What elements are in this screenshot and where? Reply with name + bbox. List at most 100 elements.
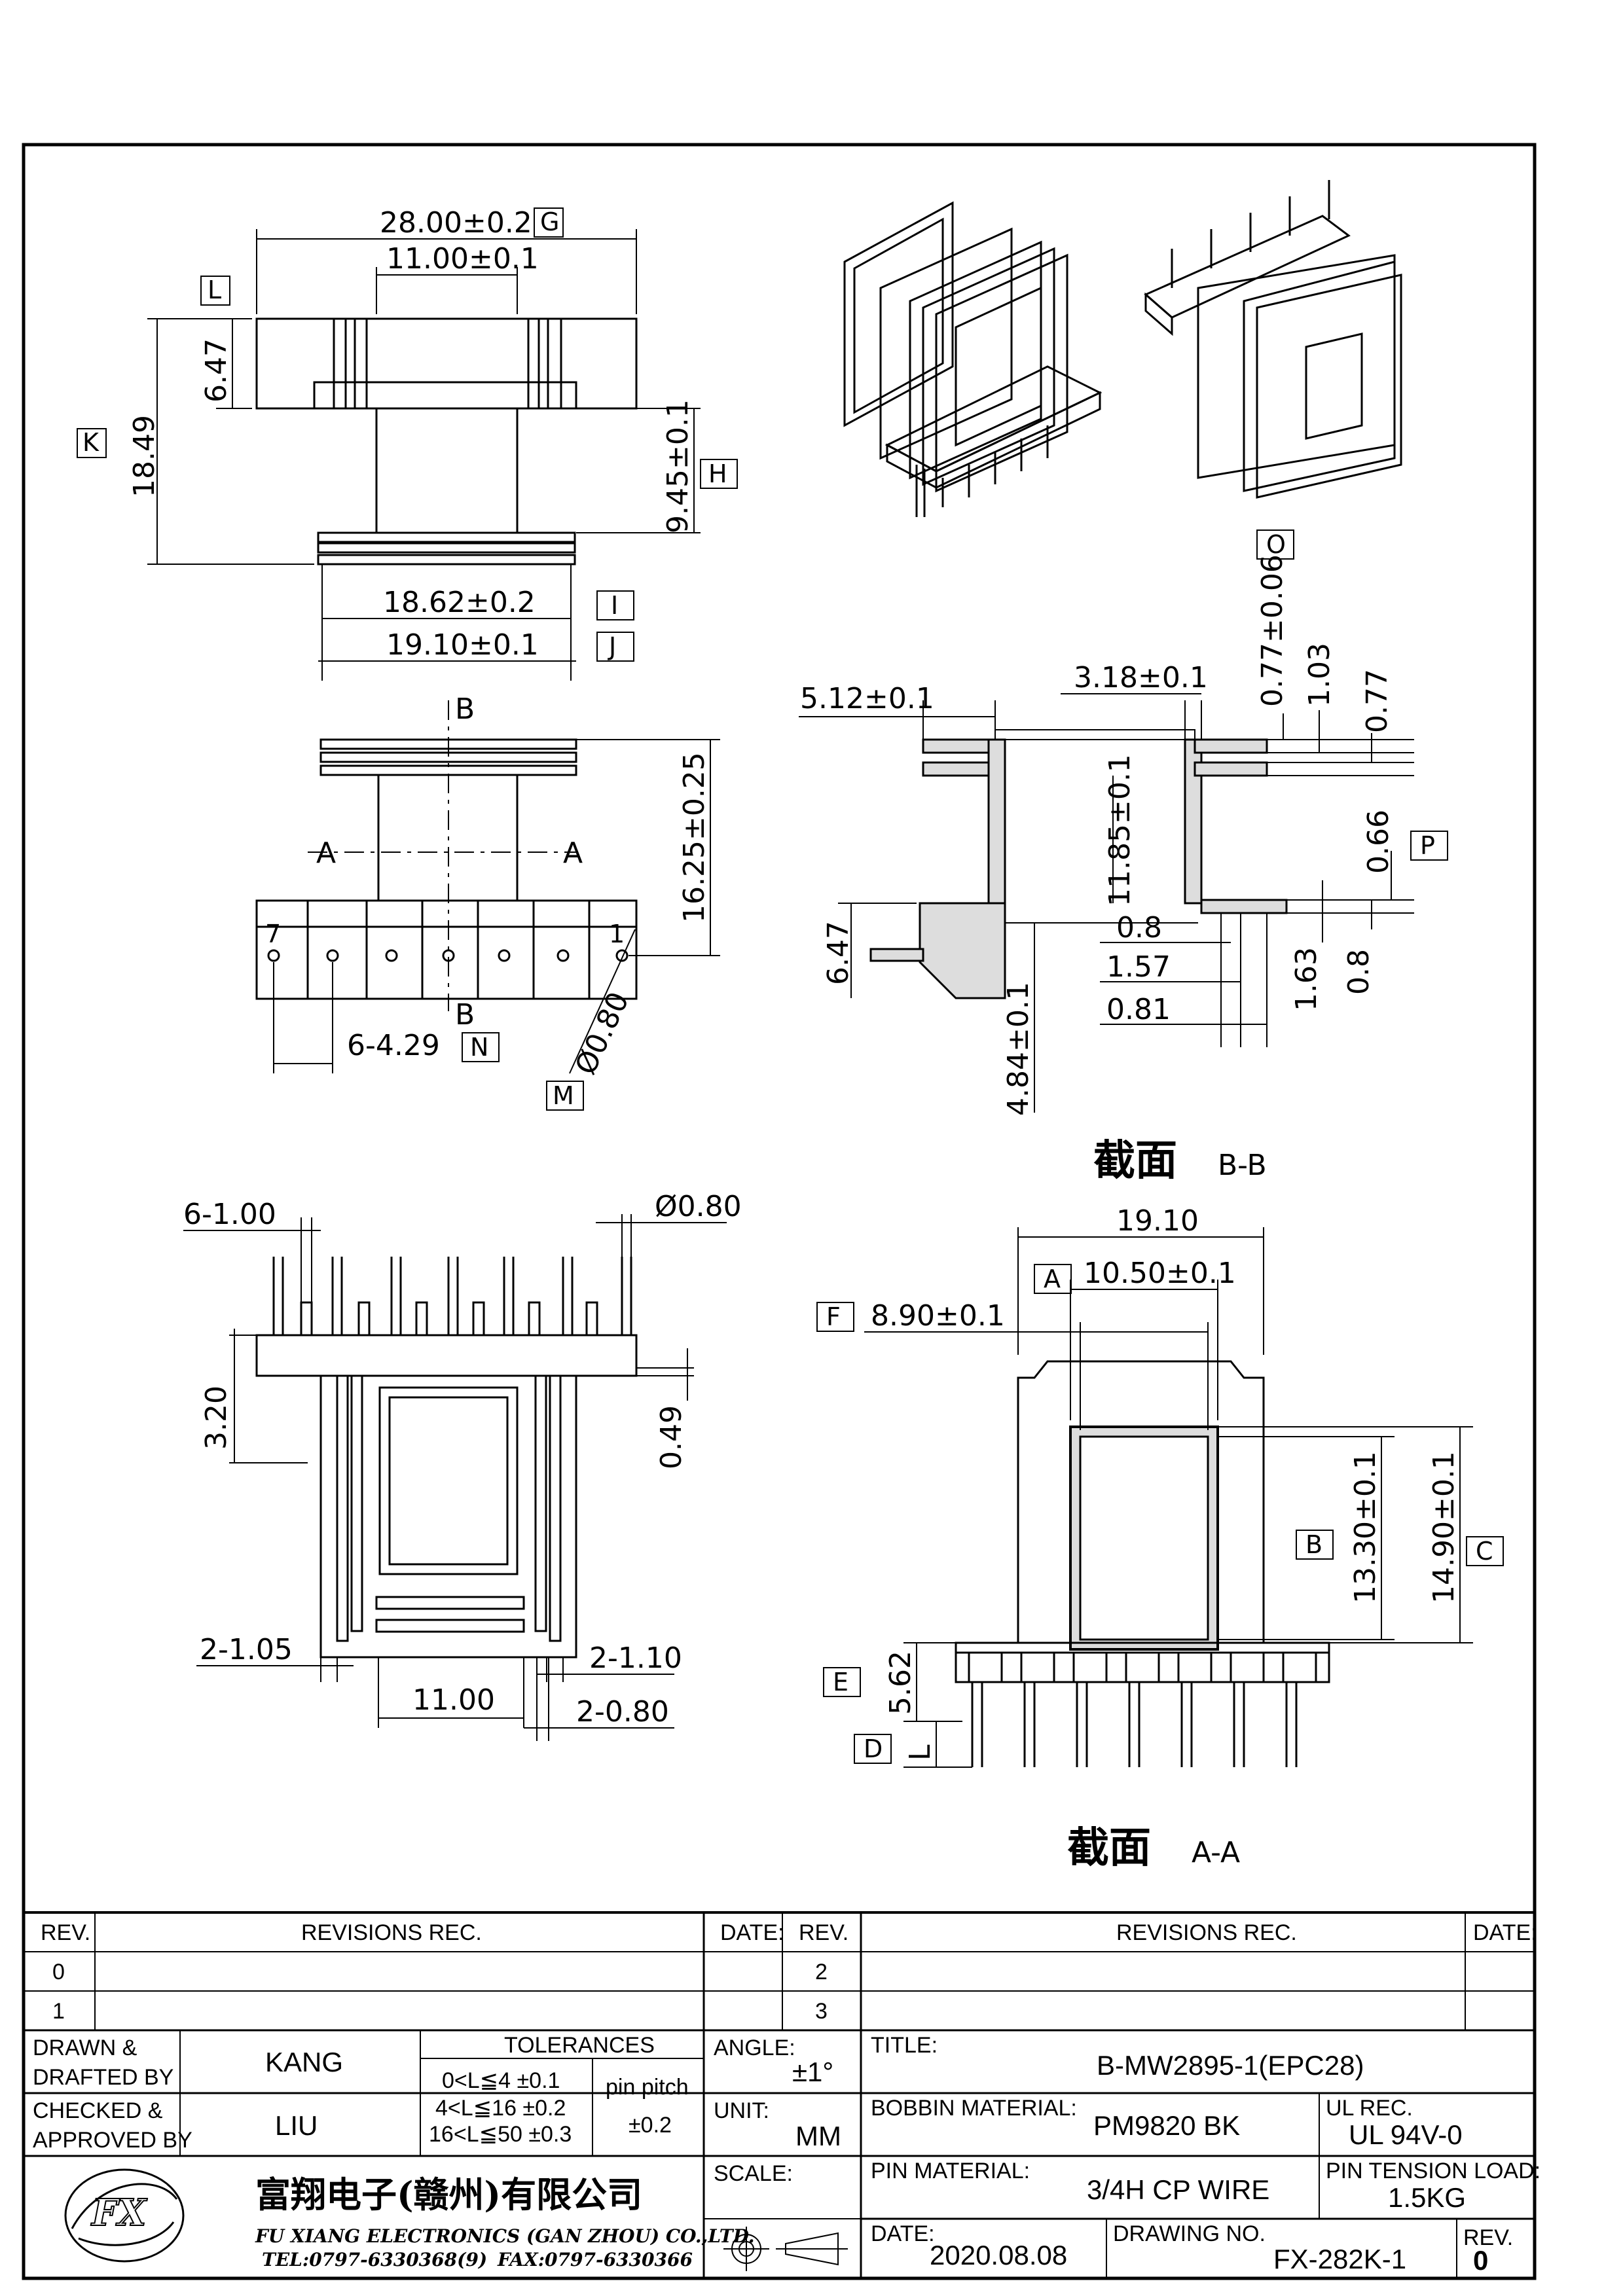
rev-row-2: 2 xyxy=(815,1960,828,1984)
title-value: B-MW2895-1(EPC28) xyxy=(1097,2050,1364,2081)
dim-aa-w-a: 10.50±0.1 xyxy=(1084,1257,1236,1290)
dim-bb-d6: 11.85±0.1 xyxy=(1103,754,1137,906)
dim-bb-d4: 1.03 xyxy=(1303,643,1336,707)
pin-tension-label: PIN TENSION LOAD: xyxy=(1326,2159,1541,2183)
section-mark-a-left: A xyxy=(316,836,336,870)
ul-value: UL 94V-0 xyxy=(1349,2119,1463,2150)
tag-a: A xyxy=(1044,1265,1061,1293)
dim-aa-h-e: 5.62 xyxy=(884,1651,917,1715)
tag-f: F xyxy=(826,1302,841,1331)
pin-label-last: 1 xyxy=(609,920,625,948)
bobbin-material-label: BOBBIN MATERIAL: xyxy=(871,2096,1077,2121)
tag-e: E xyxy=(833,1668,848,1696)
dim-bottom-s3: 2-0.80 xyxy=(576,1695,669,1729)
tag-h: H xyxy=(708,459,727,488)
pin-tension-value: 1.5KG xyxy=(1388,2182,1466,2213)
section-bb-caption: B-B xyxy=(1218,1149,1267,1182)
scale-label: SCALE: xyxy=(714,2161,793,2186)
checked-label-2: APPROVED BY xyxy=(33,2128,192,2153)
revisions-header-left: REVISIONS REC. xyxy=(301,1920,482,1945)
pin-pitch-value: ±0.2 xyxy=(629,2113,672,2138)
pin-label-first: 7 xyxy=(265,920,281,948)
dim-height-core: 9.45±0.1 xyxy=(661,399,695,533)
angle-label: ANGLE: xyxy=(714,2036,795,2060)
dim-height-flange: 6.47 xyxy=(200,338,233,403)
tag-m: M xyxy=(553,1081,574,1110)
tag-b: B xyxy=(1305,1530,1322,1559)
tag-n: N xyxy=(470,1033,488,1062)
dim-bottom-slots: 6-1.00 xyxy=(183,1198,276,1231)
company-name-en: FU XIANG ELECTRONICS (GAN ZHOU) CO.,LTD. xyxy=(255,2225,755,2247)
dim-aa-h-c: 14.90±0.1 xyxy=(1427,1451,1461,1604)
date-label: DATE: xyxy=(871,2221,935,2246)
tag-c: C xyxy=(1476,1537,1493,1566)
section-mark-b-bottom: B xyxy=(455,998,475,1031)
tag-o: O xyxy=(1266,530,1286,559)
tag-d: D xyxy=(864,1734,883,1763)
unit-label: UNIT: xyxy=(714,2098,769,2123)
bottom-view: 6-1.00 Ø0.80 3.20 0.49 2-1.05 2-1.10 11.… xyxy=(183,1190,742,1741)
drawn-label-1: DRAWN & xyxy=(33,2036,137,2060)
dim-pin-dia: Ø0.80 xyxy=(569,987,636,1080)
revisions-header-right: REVISIONS REC. xyxy=(1116,1920,1297,1945)
date-header-left: DATE: xyxy=(720,1920,784,1945)
rev-header-right: REV. xyxy=(799,1920,848,1945)
dim-bb-d2: 3.18±0.1 xyxy=(1074,661,1208,694)
tol-row-1: 0<L≦4 ±0.1 xyxy=(442,2068,560,2093)
rev-value: 0 xyxy=(1473,2245,1488,2276)
section-aa-caption-cn: 截面 xyxy=(1067,1823,1151,1873)
dim-height-total: 18.49 xyxy=(128,415,161,497)
rev-row-0: 0 xyxy=(52,1960,65,1984)
tag-k: K xyxy=(82,428,100,457)
title-label: TITLE: xyxy=(871,2033,938,2058)
dim-bb-d11: 0.81 xyxy=(1106,993,1171,1026)
dim-bottom-w: 11.00 xyxy=(412,1683,495,1717)
sheet-border xyxy=(22,143,1537,2280)
tag-i: I xyxy=(611,591,618,620)
dim-bb-d5: 0.77 xyxy=(1360,669,1394,733)
checked-value: LIU xyxy=(275,2110,318,2141)
dim-bottom-s2: 2-1.10 xyxy=(589,1641,682,1675)
dim-bottom-pin-dia: Ø0.80 xyxy=(655,1190,742,1223)
rev-row-3: 3 xyxy=(815,1999,828,2024)
tolerances-header: TOLERANCES xyxy=(504,2033,655,2058)
tag-g: G xyxy=(540,207,559,236)
ul-label: UL REC. xyxy=(1326,2096,1413,2121)
section-aa-view: 19.10 A 10.50±0.1 F 8.90±0.1 B 13.30±0.1… xyxy=(816,1204,1504,1873)
tag-l: L xyxy=(208,276,221,304)
pin-material-label: PIN MATERIAL: xyxy=(871,2159,1030,2183)
dim-front-height: 16.25±0.25 xyxy=(678,752,711,923)
rev-row-1: 1 xyxy=(52,1999,65,2024)
drawing-no-label: DRAWING NO. xyxy=(1113,2221,1266,2246)
dim-bottom-h2: 0.49 xyxy=(655,1405,688,1469)
date-value: 2020.08.08 xyxy=(930,2240,1067,2270)
dim-bb-d1: 5.12±0.1 xyxy=(800,682,934,715)
section-mark-b-top: B xyxy=(455,692,475,726)
section-aa-caption: A-A xyxy=(1192,1836,1240,1869)
unit-value: MM xyxy=(795,2121,841,2151)
top-view: 28.00±0.2 G 11.00±0.1 L 6.47 18.49 K 9.4… xyxy=(77,206,738,681)
company-name-cn: 富翔电子(赣州)有限公司 xyxy=(255,2174,642,2215)
drawn-value: KANG xyxy=(265,2047,343,2077)
dim-bb-d10: 1.57 xyxy=(1106,950,1171,984)
dim-width-outer: 19.10±0.1 xyxy=(386,628,539,662)
dim-aa-w-f: 8.90±0.1 xyxy=(871,1299,1005,1333)
rev-header-left: REV. xyxy=(41,1920,90,1945)
dim-aa-w-total: 19.10 xyxy=(1116,1204,1199,1238)
tag-p: P xyxy=(1420,831,1435,860)
svg-text:FX: FX xyxy=(90,2191,148,2234)
dim-bb-d7: 0.66 xyxy=(1362,810,1395,874)
pin-pitch-label: pin pitch xyxy=(606,2075,689,2100)
drawn-label-2: DRAFTED BY xyxy=(33,2065,173,2090)
tag-j: J xyxy=(608,632,616,661)
dim-bottom-s1: 2-1.05 xyxy=(200,1633,293,1666)
front-view: B B A A 7 1 16.25±0.25 6-4.29 N Ø0.80 M xyxy=(255,692,720,1111)
dim-bb-d3: 0.77±0.06 xyxy=(1256,554,1289,707)
date-header-right: DATE: xyxy=(1473,1920,1537,1945)
dim-bb-d12: 1.63 xyxy=(1290,947,1323,1011)
dim-bb-d13: 0.8 xyxy=(1342,949,1376,995)
checked-label-1: CHECKED & xyxy=(33,2098,163,2123)
section-mark-a-right: A xyxy=(563,836,583,870)
pin-material-value: 3/4H CP WIRE xyxy=(1087,2174,1269,2205)
